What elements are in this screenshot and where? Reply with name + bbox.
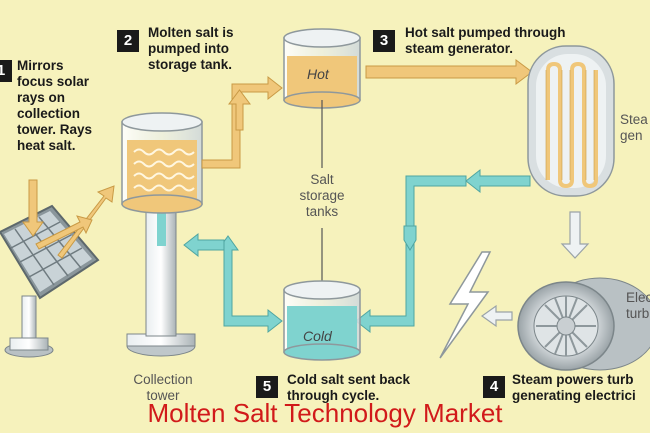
steam-generator-label: Stea gen <box>620 112 648 143</box>
steam-arrow <box>560 211 590 259</box>
sun-ray-arrows <box>22 179 115 259</box>
step-5-badge: 5 <box>256 376 278 398</box>
turbine-label: Elec turb <box>626 290 650 321</box>
cold-salt-pipes <box>183 168 531 334</box>
caption-title: Molten Salt Technology Market <box>147 398 503 428</box>
step-4-badge: 4 <box>483 376 505 398</box>
hot-tank <box>283 28 361 109</box>
step-2-badge: 2 <box>117 30 139 52</box>
step-1-badge: 1 <box>0 60 12 82</box>
lightning-icon <box>439 251 492 359</box>
turbine <box>517 277 650 371</box>
step-3-text: Hot salt pumped through steam generator. <box>405 25 566 56</box>
step-2-text: Molten salt is pumped into storage tank. <box>148 25 234 72</box>
solar-mirror <box>0 204 100 358</box>
collection-tower <box>121 112 203 357</box>
step-4-text: Steam powers turb generating electrici <box>512 372 636 403</box>
step-5-text: Cold salt sent back through cycle. <box>287 372 411 403</box>
power-arrow <box>480 304 513 328</box>
cold-tank <box>283 280 361 361</box>
step-1-text: Mirrors focus solar rays on collection t… <box>17 58 93 153</box>
steam-generator <box>527 45 615 197</box>
collection-tower-label: Collection tower <box>133 372 193 403</box>
hot-salt-pipes <box>201 59 533 169</box>
step-3-badge: 3 <box>373 30 395 52</box>
hot-tank-label: Hot <box>307 66 329 82</box>
cold-tank-label: Cold <box>303 328 332 344</box>
storage-tanks-label: Salt storage tanks <box>299 172 345 219</box>
